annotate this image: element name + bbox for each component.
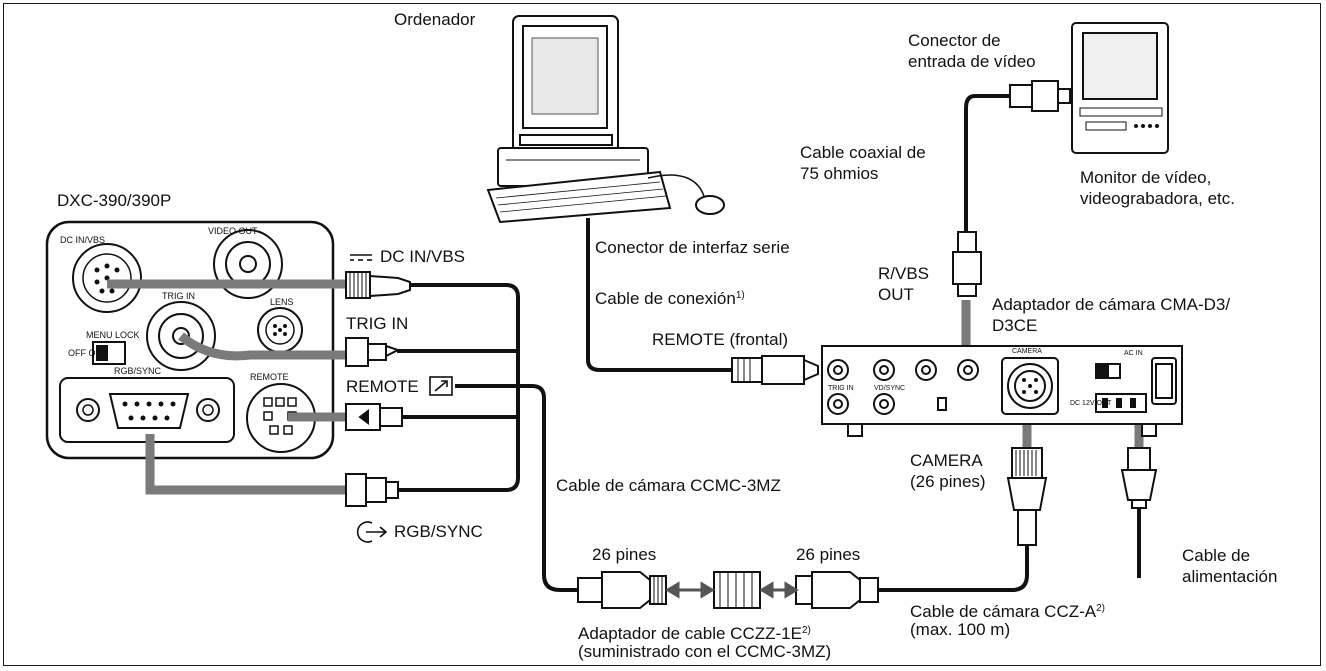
cable-plugs-left: [345, 271, 411, 507]
panel-video-out-label: VIDEO OUT: [208, 226, 258, 236]
ccz-cable-label: Cable de cámara CCZ-A2): [910, 602, 1106, 621]
panel-trig-in-label: TRIG IN: [162, 291, 195, 301]
monitor-label-line1: Monitor de vídeo,: [1080, 168, 1212, 187]
rvbs-out-label-line1: R/VBS: [878, 264, 930, 283]
grey-connection-lines: [107, 279, 1144, 495]
computer-label: Ordenador: [394, 10, 476, 29]
diagram-frame: [3, 3, 1321, 666]
coax-cable-label-line2: 75 ohmios: [800, 164, 879, 183]
panel-menu-lock-label: MENU LOCK: [86, 330, 140, 340]
adapter-trig-in-label: TRIG IN: [828, 385, 854, 392]
ccz-adapter-label-line1: Adaptador de cable CCZZ-1E2): [578, 624, 811, 643]
rgb-sync-cable-label: RGB/SYNC: [394, 522, 483, 541]
ccz-max-label: (max. 100 m): [910, 620, 1011, 639]
ccz-adapter-label-line2: (suministrado con el CCMC-3MZ): [578, 642, 832, 661]
coax-cable-label-line1: Cable coaxial de: [800, 143, 926, 162]
trig-in-cable-label: TRIG IN: [346, 314, 409, 333]
serial-connector-label: Conector de interfaz serie: [595, 238, 790, 257]
panel-lens-label: LENS: [270, 297, 294, 307]
connection-cable-label: Cable de conexión1): [595, 289, 745, 308]
adapter-camera-label: CAMERA: [1012, 348, 1042, 355]
remote-front-plug: [731, 355, 819, 385]
power-cable-label-line1: Cable de: [1182, 546, 1251, 565]
pins-left-label: 26 pines: [592, 545, 657, 564]
camera-adapter-cma-d3: [821, 345, 1183, 437]
dc-in-cable-label: DC IN/VBS: [380, 247, 466, 266]
monitor-label-line2: videograbadora, etc.: [1080, 189, 1235, 208]
computer-icon: [486, 15, 725, 224]
camera-model-label: DXC-390/390P: [57, 191, 172, 210]
remote-front-label: REMOTE (frontal): [652, 330, 789, 349]
adapter-dc-out-label: DC 12V OUT: [1070, 400, 1112, 407]
adapter-vd-sync-label: VD/SYNC: [874, 385, 906, 392]
camera-26-pin-label-line1: CAMERA: [910, 451, 983, 470]
ccmc-cable-label: Cable de cámara CCMC-3MZ: [556, 476, 781, 495]
video-monitor-icon: [1071, 22, 1169, 154]
pins-right-label: 26 pines: [796, 545, 861, 564]
panel-dc-in-label: DC IN/VBS: [60, 235, 106, 245]
coaxial-cable: [964, 94, 1010, 232]
video-input-label-line1: Conector de: [908, 31, 1001, 50]
power-cable-plug: [1120, 447, 1158, 509]
bnc-connector-rvbs: [952, 231, 982, 297]
rvbs-out-label-line2: OUT: [878, 285, 914, 304]
connection-arrows: [665, 581, 799, 599]
panel-rgb-sync-label: RGB/SYNC: [114, 366, 162, 376]
camera-26-pin-plug: [1006, 447, 1048, 546]
power-cable-label-line2: alimentación: [1182, 567, 1278, 586]
black-cables: [397, 218, 1141, 592]
camera-26-pin-label-line2: (26 pines): [910, 472, 986, 491]
bnc-connector-video-in: [1009, 80, 1071, 112]
ccz-adapter-chain: [577, 571, 879, 609]
camera-adapter-label-line2: D3CE: [992, 316, 1038, 335]
panel-off-on-label: OFF ON: [68, 348, 102, 358]
video-input-label-line2: entrada de vídeo: [908, 52, 1036, 71]
panel-remote-label: REMOTE: [250, 372, 289, 382]
remote-cable-label: REMOTE: [346, 377, 419, 396]
adapter-ac-in-label: AC IN: [1124, 350, 1143, 357]
label-icons: [350, 254, 453, 543]
camera-adapter-label-line1: Adaptador de cámara CMA-D3/: [992, 295, 1231, 314]
